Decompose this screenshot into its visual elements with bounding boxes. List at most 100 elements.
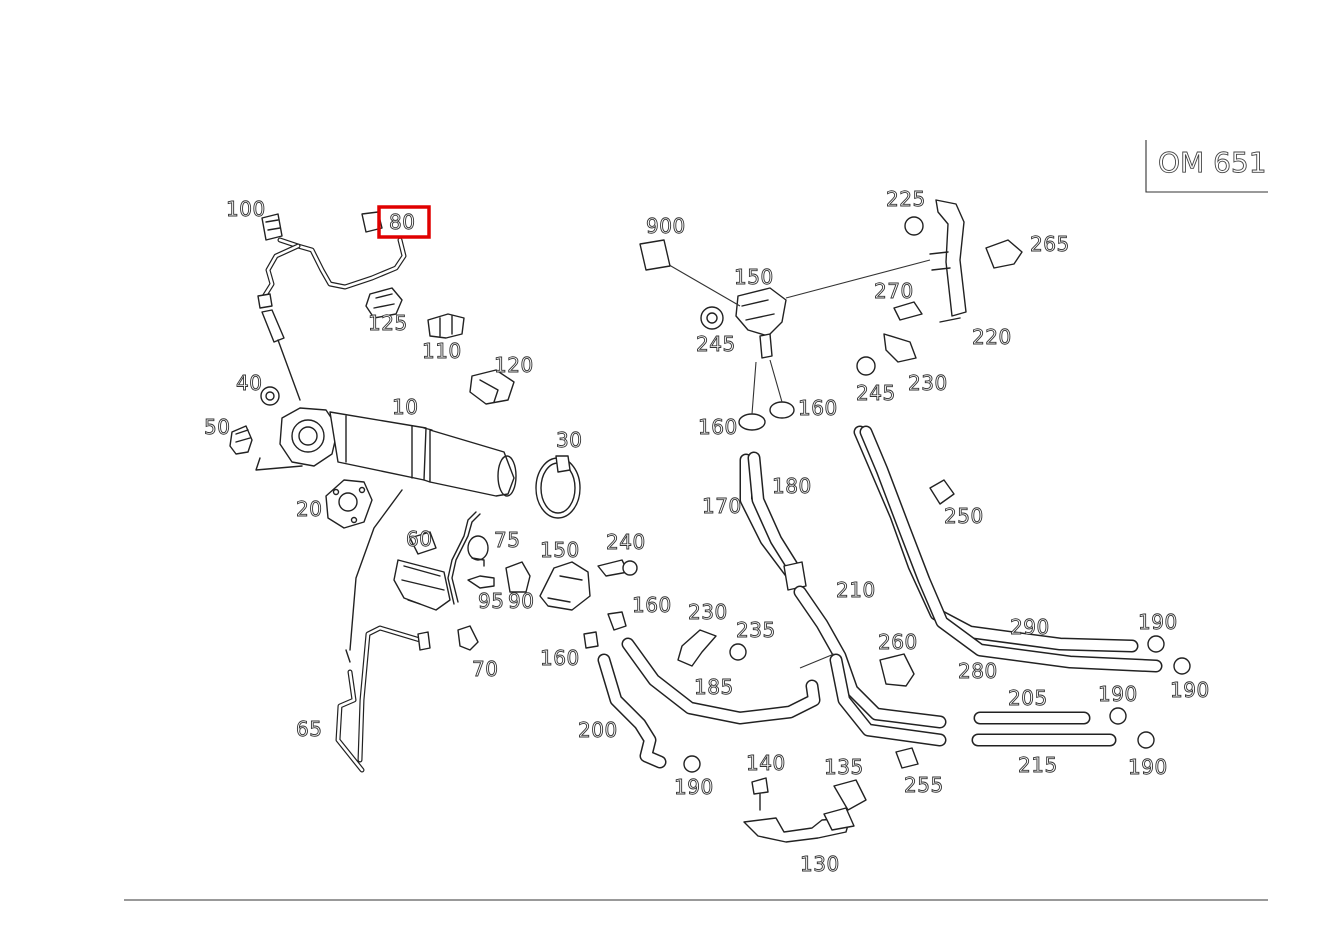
clip-265[interactable] bbox=[985, 239, 1023, 269]
callout-240[interactable]: 240 bbox=[606, 530, 646, 555]
callout-290[interactable]: 290 bbox=[1010, 615, 1050, 640]
callout-150-lower[interactable]: 150 bbox=[540, 538, 580, 563]
engine-code-label: OM 651 bbox=[1158, 146, 1267, 179]
pressure-sensor-150-upper[interactable] bbox=[663, 259, 931, 359]
callout-235[interactable]: 235 bbox=[736, 618, 776, 643]
callout-125[interactable]: 125 bbox=[368, 311, 408, 336]
callout-245-lower[interactable]: 245 bbox=[856, 381, 896, 406]
callout-190-c[interactable]: 190 bbox=[1098, 682, 1138, 707]
callout-225[interactable]: 225 bbox=[886, 187, 926, 212]
callout-280[interactable]: 280 bbox=[958, 659, 998, 684]
bracket-230-upper[interactable] bbox=[883, 333, 917, 363]
nut-40[interactable] bbox=[260, 386, 280, 406]
clamp-30[interactable] bbox=[535, 455, 581, 519]
hoses-170-180[interactable] bbox=[739, 451, 807, 591]
stud-50[interactable] bbox=[229, 425, 253, 455]
hose-185[interactable] bbox=[621, 637, 821, 725]
callout-190-d[interactable]: 190 bbox=[1128, 755, 1168, 780]
callout-65[interactable]: 65 bbox=[296, 717, 323, 742]
hose-210[interactable] bbox=[793, 585, 947, 747]
bolt-95[interactable] bbox=[467, 575, 495, 589]
clamp-190-lower[interactable] bbox=[683, 755, 701, 773]
callout-135[interactable]: 135 bbox=[824, 755, 864, 780]
callout-200[interactable]: 200 bbox=[578, 718, 618, 743]
callout-20[interactable]: 20 bbox=[296, 497, 323, 522]
callout-60[interactable]: 60 bbox=[406, 527, 433, 552]
callout-205[interactable]: 205 bbox=[1008, 686, 1048, 711]
callout-180[interactable]: 180 bbox=[772, 474, 812, 499]
label-900[interactable] bbox=[639, 239, 671, 271]
callout-70[interactable]: 70 bbox=[472, 657, 499, 682]
callout-160-lower[interactable]: 160 bbox=[540, 646, 580, 671]
callout-900[interactable]: 900 bbox=[646, 214, 686, 239]
control-unit-60[interactable] bbox=[393, 531, 451, 611]
hose-clamps-160-upper[interactable] bbox=[738, 359, 795, 431]
callout-265[interactable]: 265 bbox=[1030, 232, 1070, 257]
clip-250[interactable] bbox=[929, 479, 955, 505]
clamps-190-right[interactable] bbox=[1109, 635, 1191, 749]
bracket-130[interactable] bbox=[743, 807, 855, 843]
callout-95[interactable]: 95 bbox=[478, 589, 505, 614]
pressure-line-60[interactable] bbox=[447, 511, 481, 605]
clip-270[interactable] bbox=[893, 301, 923, 321]
callout-130[interactable]: 130 bbox=[800, 852, 840, 877]
callout-190-lower[interactable]: 190 bbox=[674, 775, 714, 800]
nut-245-lower[interactable] bbox=[856, 356, 876, 376]
bracket-220[interactable] bbox=[929, 199, 967, 323]
callout-150-upper[interactable]: 150 bbox=[734, 265, 774, 290]
hoses-205-215[interactable] bbox=[971, 711, 1117, 747]
pipe-clip-75[interactable] bbox=[467, 535, 489, 567]
callout-230-upper[interactable]: 230 bbox=[908, 371, 948, 396]
callout-270[interactable]: 270 bbox=[874, 279, 914, 304]
connector-100[interactable] bbox=[261, 213, 283, 241]
callout-220[interactable]: 220 bbox=[972, 325, 1012, 350]
bracket-110[interactable] bbox=[427, 313, 465, 339]
callout-210[interactable]: 210 bbox=[836, 578, 876, 603]
callout-185[interactable]: 185 bbox=[694, 675, 734, 700]
callout-160-upper-left[interactable]: 160 bbox=[698, 415, 738, 440]
callout-140[interactable]: 140 bbox=[746, 751, 786, 776]
hose-200[interactable] bbox=[597, 653, 667, 769]
callout-250[interactable]: 250 bbox=[944, 504, 984, 529]
callout-190-b[interactable]: 190 bbox=[1170, 678, 1210, 703]
callout-260[interactable]: 260 bbox=[878, 630, 918, 655]
nut-245-upper[interactable] bbox=[700, 306, 724, 330]
gasket-20[interactable] bbox=[325, 479, 373, 529]
callout-30[interactable]: 30 bbox=[556, 428, 583, 453]
callout-230-lower[interactable]: 230 bbox=[688, 600, 728, 625]
callout-160-mid[interactable]: 160 bbox=[632, 593, 672, 618]
callout-50[interactable]: 50 bbox=[204, 415, 231, 440]
nut-225[interactable] bbox=[904, 216, 924, 236]
callout-190-a[interactable]: 190 bbox=[1138, 610, 1178, 635]
callout-170[interactable]: 170 bbox=[702, 494, 742, 519]
callout-255[interactable]: 255 bbox=[904, 773, 944, 798]
callout-40[interactable]: 40 bbox=[236, 371, 263, 396]
clip-125[interactable] bbox=[365, 287, 403, 319]
clamp-90[interactable] bbox=[505, 561, 531, 593]
nut-235[interactable] bbox=[729, 643, 747, 661]
bracket-230-lower[interactable] bbox=[677, 629, 717, 667]
bracket-120[interactable] bbox=[469, 369, 515, 405]
hose-clamp-160-lower[interactable] bbox=[583, 611, 627, 649]
clip-135[interactable] bbox=[833, 779, 867, 811]
bolt-140[interactable] bbox=[751, 777, 769, 811]
connector-70[interactable] bbox=[457, 625, 479, 651]
pressure-sensor-150-lower[interactable] bbox=[539, 561, 591, 611]
exhaust-filter-10[interactable] bbox=[255, 407, 517, 497]
callout-100[interactable]: 100 bbox=[226, 197, 266, 222]
screw-240[interactable] bbox=[597, 559, 638, 577]
callout-90[interactable]: 90 bbox=[508, 589, 535, 614]
callout-80[interactable]: 80 bbox=[389, 210, 416, 235]
callout-245-upper[interactable]: 245 bbox=[696, 332, 736, 357]
callout-120[interactable]: 120 bbox=[494, 353, 534, 378]
callout-215[interactable]: 215 bbox=[1018, 753, 1058, 778]
sensor-cable-80[interactable] bbox=[257, 211, 407, 401]
callout-10[interactable]: 10 bbox=[392, 395, 419, 420]
callout-110[interactable]: 110 bbox=[422, 339, 462, 364]
hoses-280-290[interactable] bbox=[853, 425, 1163, 673]
clip-260[interactable] bbox=[879, 653, 915, 687]
callout-160-upper-right[interactable]: 160 bbox=[798, 396, 838, 421]
clip-255[interactable] bbox=[895, 747, 919, 769]
wire-65[interactable] bbox=[335, 489, 431, 773]
callout-75[interactable]: 75 bbox=[494, 528, 521, 553]
